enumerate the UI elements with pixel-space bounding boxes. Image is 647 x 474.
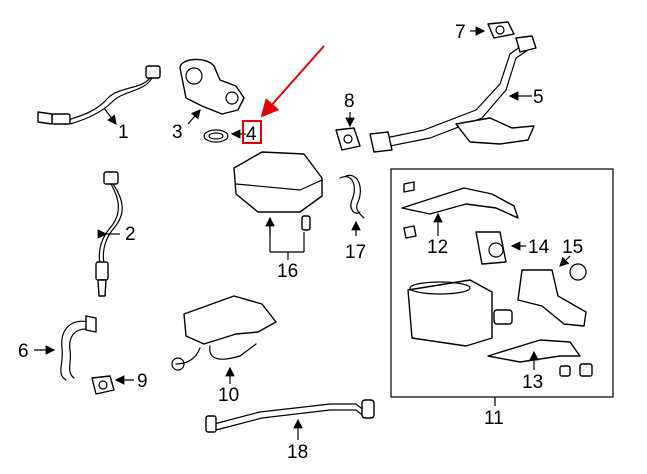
- callout-7: 7: [455, 22, 466, 43]
- callout-14: 14: [528, 237, 550, 258]
- part-7-gasket: [470, 21, 515, 39]
- callout-18: 18: [287, 442, 308, 463]
- part-4-gasket: [203, 45, 325, 144]
- part-14-solenoid: [475, 231, 526, 265]
- callout-10: 10: [218, 385, 239, 406]
- part-15-valve: [517, 255, 587, 327]
- part-5-egr-pipe: [369, 35, 537, 153]
- callout-5: 5: [533, 87, 544, 108]
- part-11-group-box: [390, 168, 614, 406]
- callout-16: 16: [277, 261, 298, 282]
- callout-4: 4: [246, 124, 257, 145]
- callout-8: 8: [344, 91, 355, 112]
- part-12-bracket: [401, 181, 519, 239]
- callout-3: 3: [172, 122, 183, 143]
- highlight-arrow: [260, 45, 325, 118]
- part-10-bracket: [171, 295, 277, 384]
- callout-9: 9: [137, 371, 148, 392]
- part-11-canister: [407, 279, 513, 347]
- highlight-box: [242, 120, 262, 144]
- part-17-hose: [339, 174, 365, 236]
- part-6-pipe: [34, 315, 97, 381]
- part-13-bracket: [487, 339, 593, 377]
- callout-13: 13: [522, 372, 543, 393]
- callout-17: 17: [345, 242, 366, 263]
- part-16-canister: [233, 151, 323, 260]
- part-18-hose: [205, 399, 375, 440]
- callout-15: 15: [562, 237, 583, 258]
- part-2-oxygen-sensor: [95, 171, 123, 297]
- part-8-gasket: [335, 112, 361, 151]
- part-9-gasket: [91, 375, 134, 395]
- callout-6: 6: [18, 341, 29, 362]
- callout-1: 1: [118, 122, 129, 143]
- callout-11: 11: [484, 408, 504, 429]
- callout-2: 2: [125, 224, 136, 245]
- part-1-oxygen-sensor: [37, 65, 161, 125]
- callout-12: 12: [427, 237, 448, 258]
- part-3-egr-valve: [179, 58, 245, 125]
